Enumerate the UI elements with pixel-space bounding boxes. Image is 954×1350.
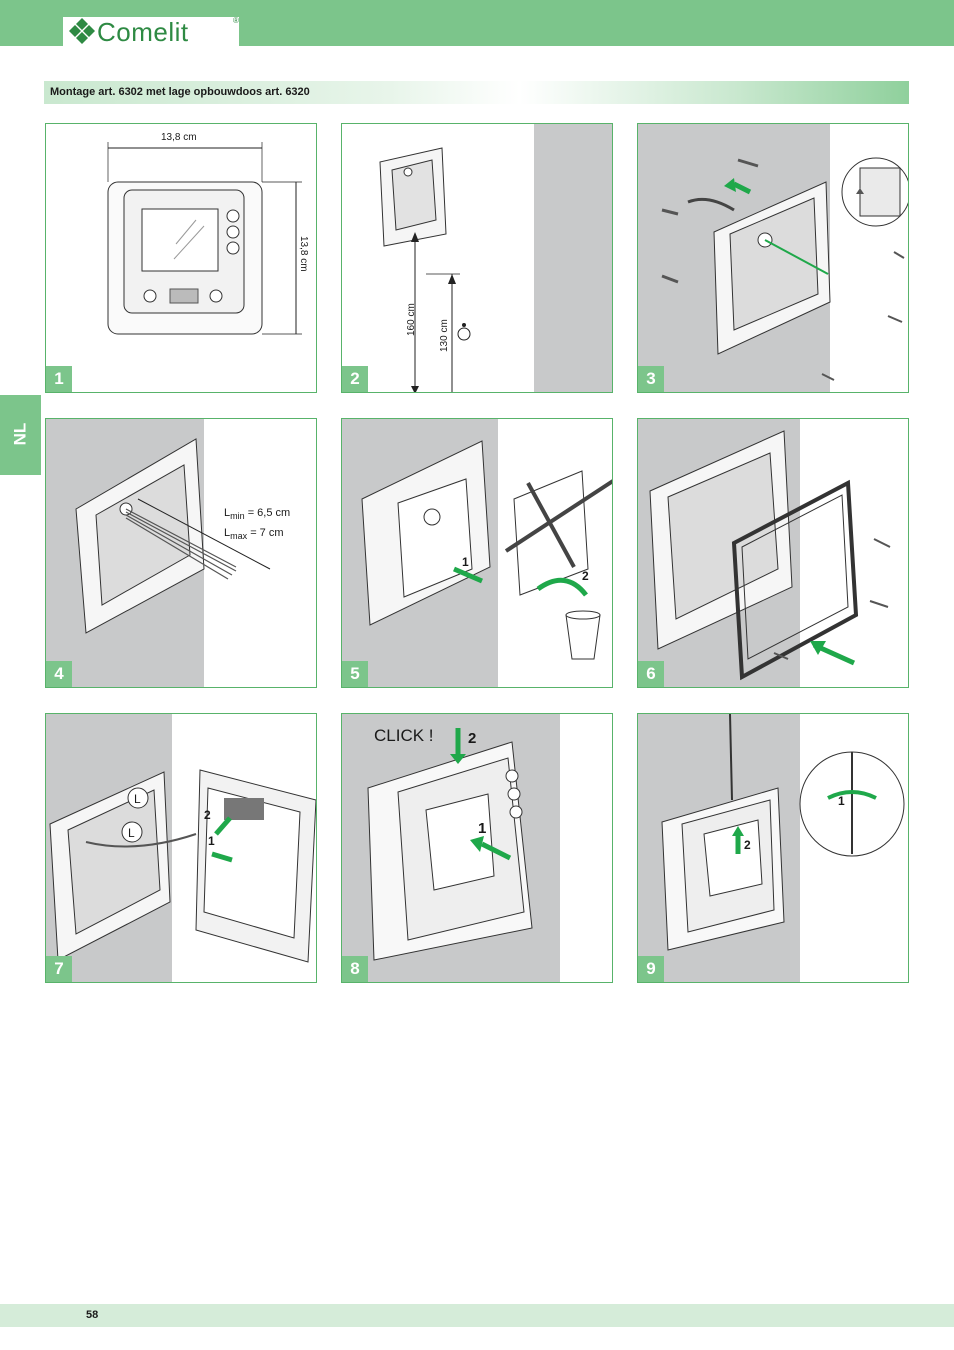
- step-number: 5: [342, 661, 368, 687]
- step-1-illustration: [107, 142, 302, 335]
- step-number: 6: [638, 661, 664, 687]
- step-6-illustration: [638, 419, 891, 687]
- step-panel-1: 13,8 cm 13,8 cm 1: [45, 123, 317, 393]
- step-panel-9: 1 2 9: [637, 713, 909, 983]
- step-number: 9: [638, 956, 664, 982]
- step-3-illustration: [638, 124, 908, 392]
- logo-mark-icon: [69, 18, 95, 44]
- step-8-illustration: [342, 714, 560, 982]
- lmin-label: Lmin = 6,5 cm: [224, 507, 291, 522]
- brand-name: Comelit: [97, 17, 189, 47]
- callout-2: 2: [468, 730, 477, 747]
- callout-1: 1: [478, 820, 487, 837]
- step-number: 8: [342, 956, 368, 982]
- callout-2: 2: [582, 569, 589, 583]
- step-4-illustration: [46, 419, 271, 687]
- wire-label-1: L: [134, 792, 141, 806]
- callout-2: 2: [744, 838, 751, 852]
- step-number: 4: [46, 661, 72, 687]
- page-header: Comelit ®: [0, 0, 954, 47]
- step-panel-5: 1 2 5: [341, 418, 613, 688]
- click-label: CLICK !: [374, 726, 434, 745]
- step-9-illustration: [638, 714, 905, 982]
- section-title-bar: Montage art. 6302 met lage opbouwdoos ar…: [44, 81, 909, 104]
- step-panel-3: 3: [637, 123, 909, 393]
- language-tab: NL: [0, 395, 41, 475]
- lmax-label: Lmax = 7 cm: [224, 527, 284, 542]
- step-panel-6: 6: [637, 418, 909, 688]
- step-number: 1: [46, 366, 72, 392]
- step-number: 3: [638, 366, 664, 392]
- callout-1: 1: [208, 834, 215, 848]
- callout-2: 2: [204, 808, 211, 822]
- callout-1: 1: [462, 555, 469, 569]
- height-dimension: 13,8 cm: [298, 236, 309, 272]
- width-dimension: 13,8 cm: [161, 132, 197, 143]
- step-number: 7: [46, 956, 72, 982]
- callout-1: 1: [838, 794, 845, 808]
- step-2-illustration: [379, 124, 612, 392]
- step-panel-4: Lmin = 6,5 cm Lmax = 7 cm 4: [45, 418, 317, 688]
- page-footer: 58: [0, 1304, 954, 1327]
- step-number: 2: [342, 366, 368, 392]
- height-130: 130 cm: [439, 319, 450, 352]
- step-panel-7: L L 1 2 7: [45, 713, 317, 983]
- section-title: Montage art. 6302 met lage opbouwdoos ar…: [50, 86, 310, 98]
- height-160: 160 cm: [406, 303, 417, 336]
- step-panel-8: CLICK ! 1 2 8: [341, 713, 613, 983]
- brand-logo: Comelit ®: [63, 16, 239, 47]
- registered-mark: ®: [233, 16, 239, 25]
- step-5-illustration: [342, 419, 612, 687]
- step-7-illustration: [46, 714, 316, 982]
- page-number: 58: [86, 1309, 99, 1321]
- language-label: NL: [10, 422, 30, 446]
- step-panel-2: 160 cm 130 cm 2: [341, 123, 613, 393]
- wire-label-2: L: [128, 826, 135, 840]
